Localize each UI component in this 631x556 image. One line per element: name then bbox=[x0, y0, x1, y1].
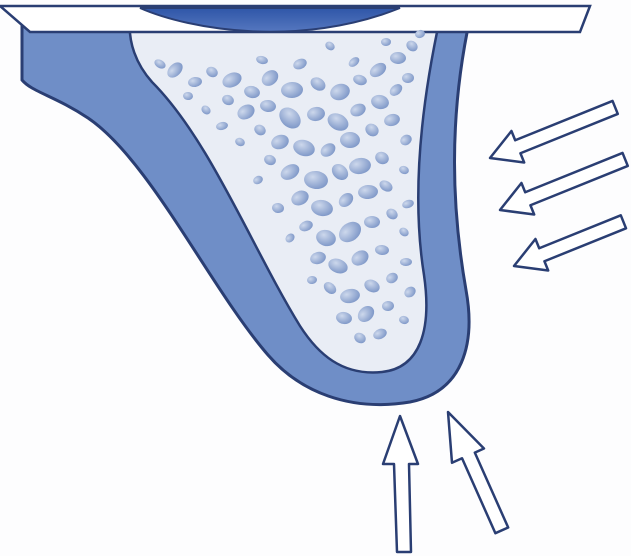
arrow-up-icon bbox=[432, 405, 517, 538]
arrow-up-icon bbox=[383, 416, 418, 552]
bottom-arrow-2 bbox=[432, 405, 517, 538]
lateral-arrow-3 bbox=[508, 206, 630, 282]
arrow-left-icon bbox=[508, 206, 630, 282]
bottom-arrow-1 bbox=[383, 416, 418, 552]
trabecula bbox=[364, 216, 380, 228]
